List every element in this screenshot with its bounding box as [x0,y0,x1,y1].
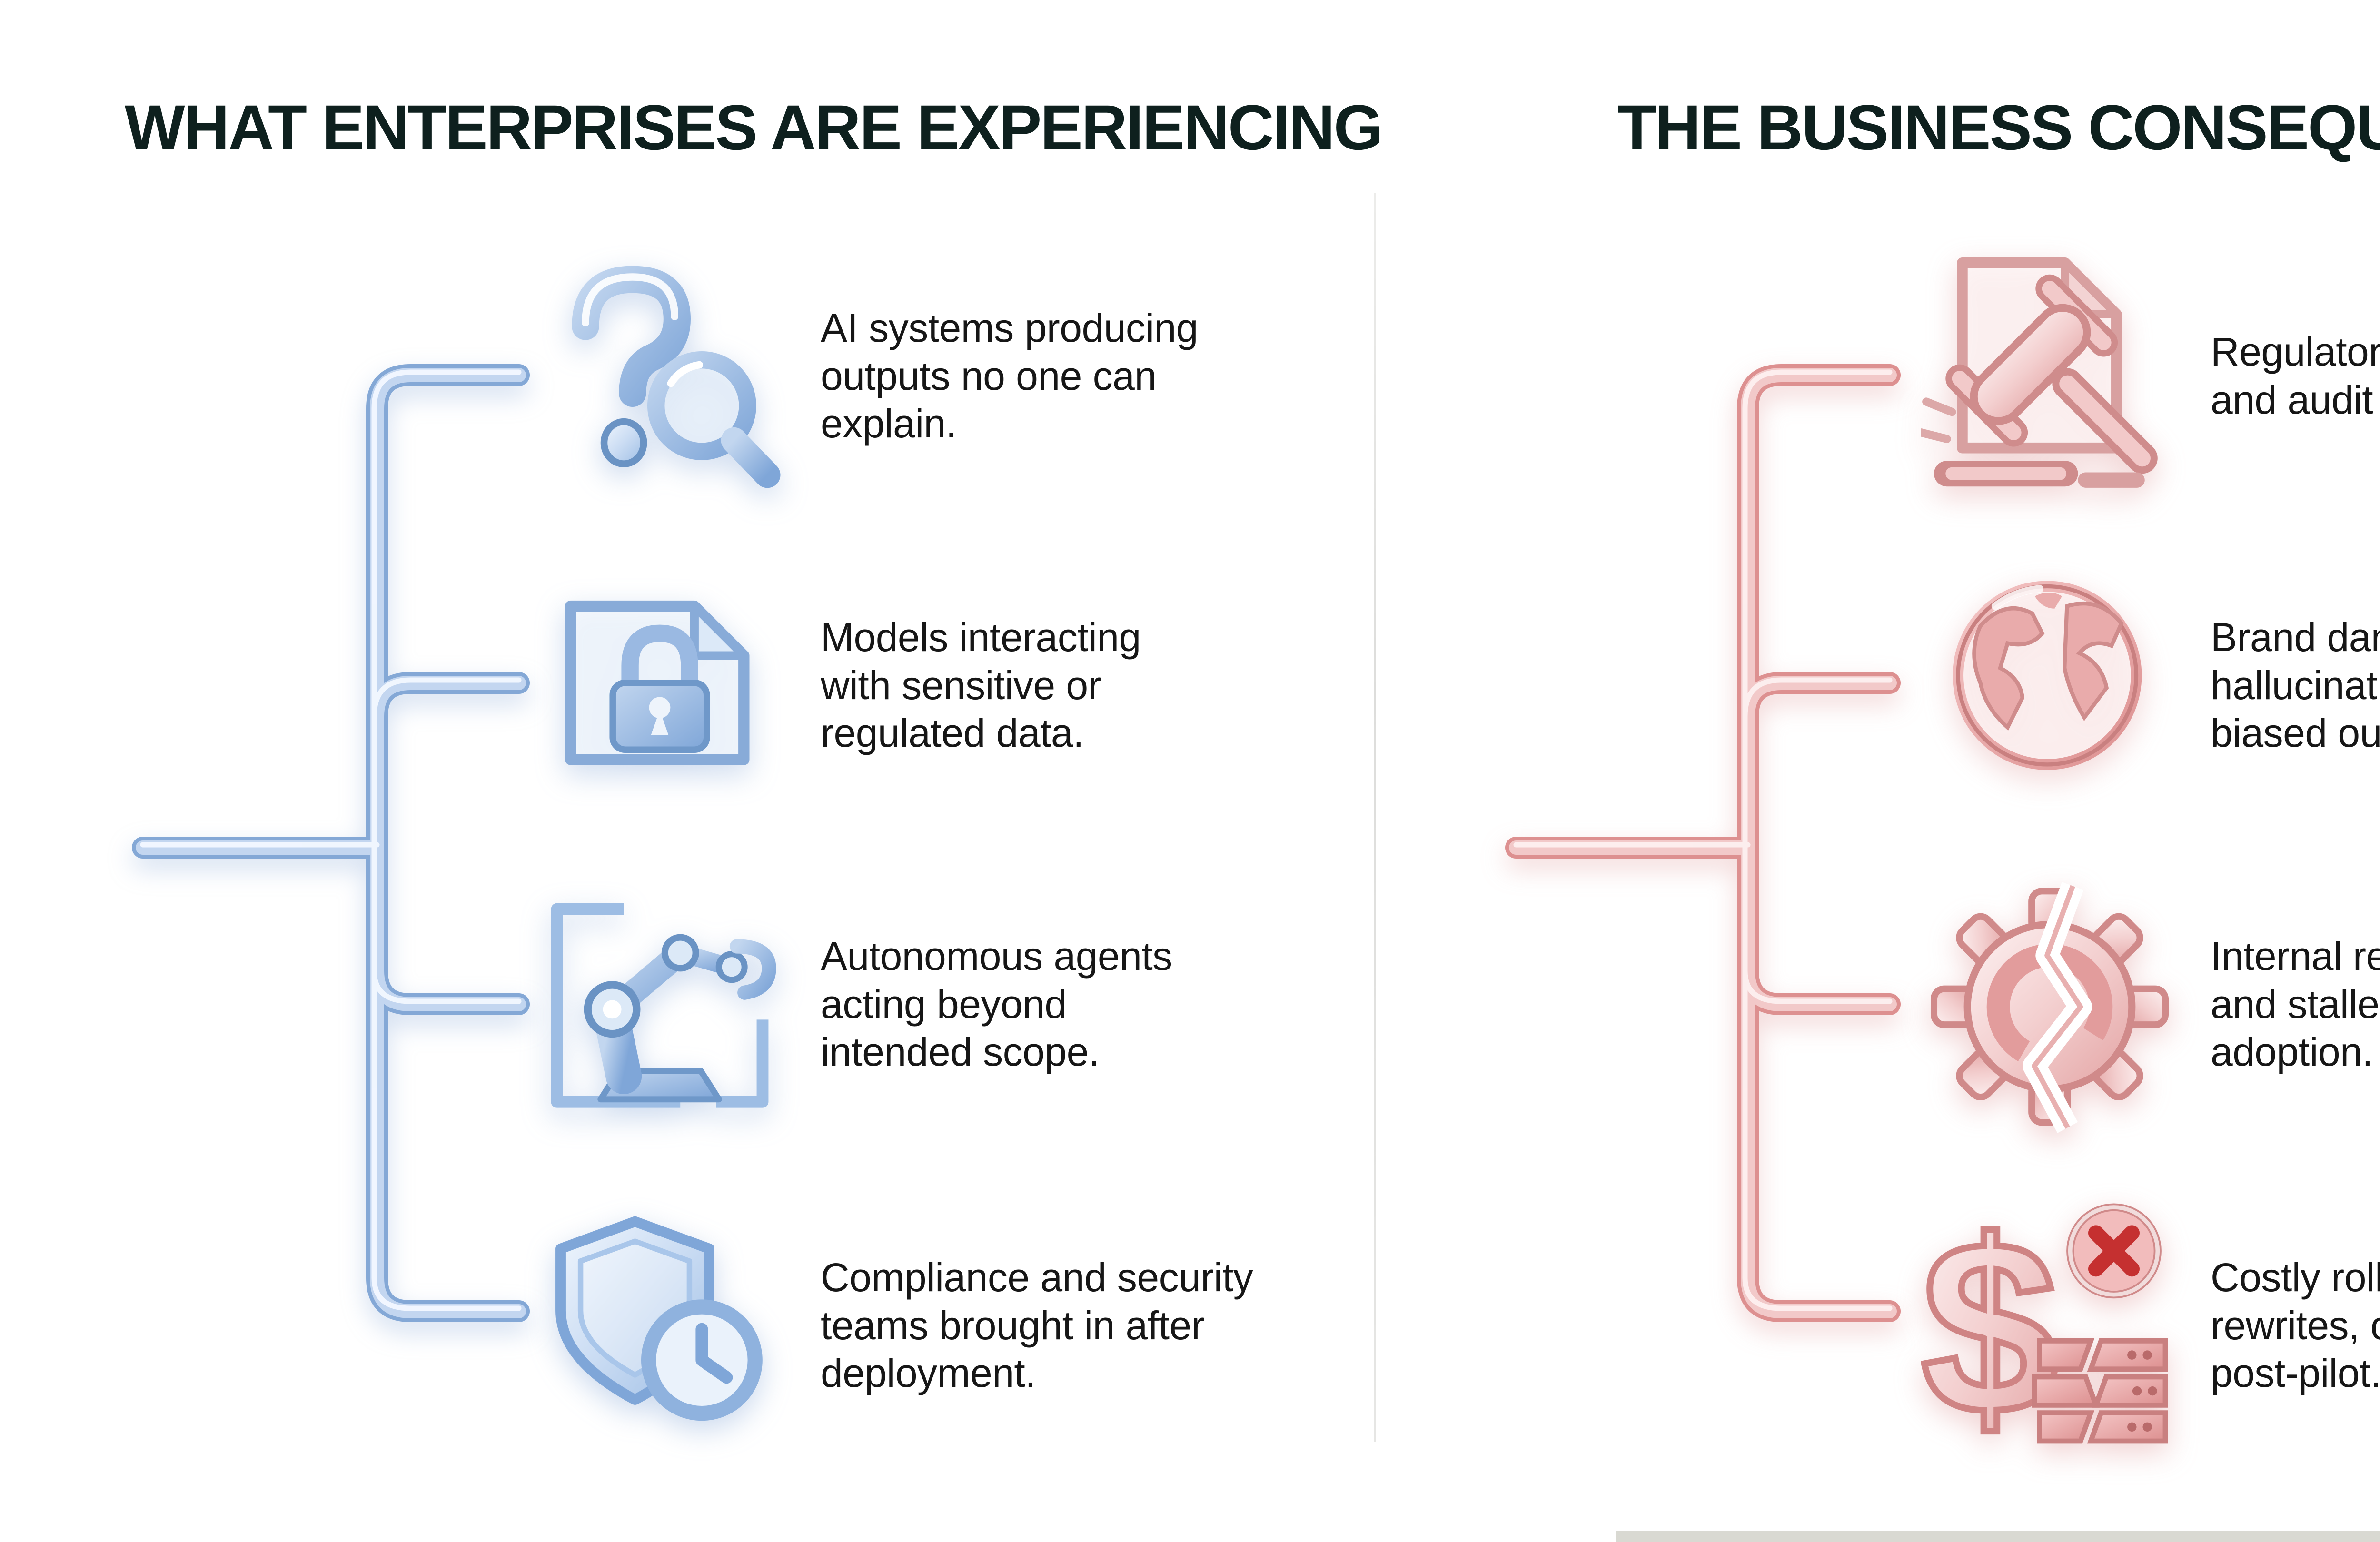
list-item: Compliance and security teams brought in… [526,1192,1307,1459]
question-magnifier-icon [572,266,781,488]
list-item: $ [1916,1192,2380,1459]
item-text: Compliance and security teams brought in… [821,1255,1253,1396]
list-item: AI systems producing outputs no one can … [526,243,1307,509]
item-text: Brand damage from hallucinations or bias… [2211,614,2380,756]
item-text: Models interacting with sensitive or reg… [821,614,1141,756]
item-text: Internal resistance and stalled AI adopt… [2211,933,2380,1075]
document-gavel-icon [1921,257,2158,488]
shield-clock-icon [555,1216,763,1421]
left-column-title: WHAT ENTERPRISES ARE EXPERIENCING [125,92,1383,163]
item-text: Autonomous agents acting beyond intended… [821,933,1172,1075]
globe-icon [1953,581,2142,770]
right-column-title: THE BUSINESS CONSEQUENCES [1617,92,2380,163]
list-item: Brand damage from hallucinations or bias… [1916,552,2380,819]
document-lock-icon [565,600,750,765]
column-divider [1374,193,1376,1442]
list-item: Regulatory exposure and audit failure. [1916,243,2380,509]
list-item: Models interacting with sensitive or reg… [526,552,1307,819]
item-text: Regulatory exposure and audit failure. [2211,329,2380,422]
list-item: Internal resistance and stalled AI adopt… [1916,871,2380,1137]
dollar-error-icon: $ [1921,1197,2168,1454]
item-text: Costly rollbacks, rewrites, or shutdowns… [2211,1255,2380,1396]
bottom-watermark-bar [1616,1531,2380,1542]
broken-gear-icon [1930,882,2169,1133]
list-item: Autonomous agents acting beyond intended… [526,871,1307,1137]
item-text: AI systems producing outputs no one can … [821,305,1199,446]
robot-arm-icon [551,903,776,1108]
